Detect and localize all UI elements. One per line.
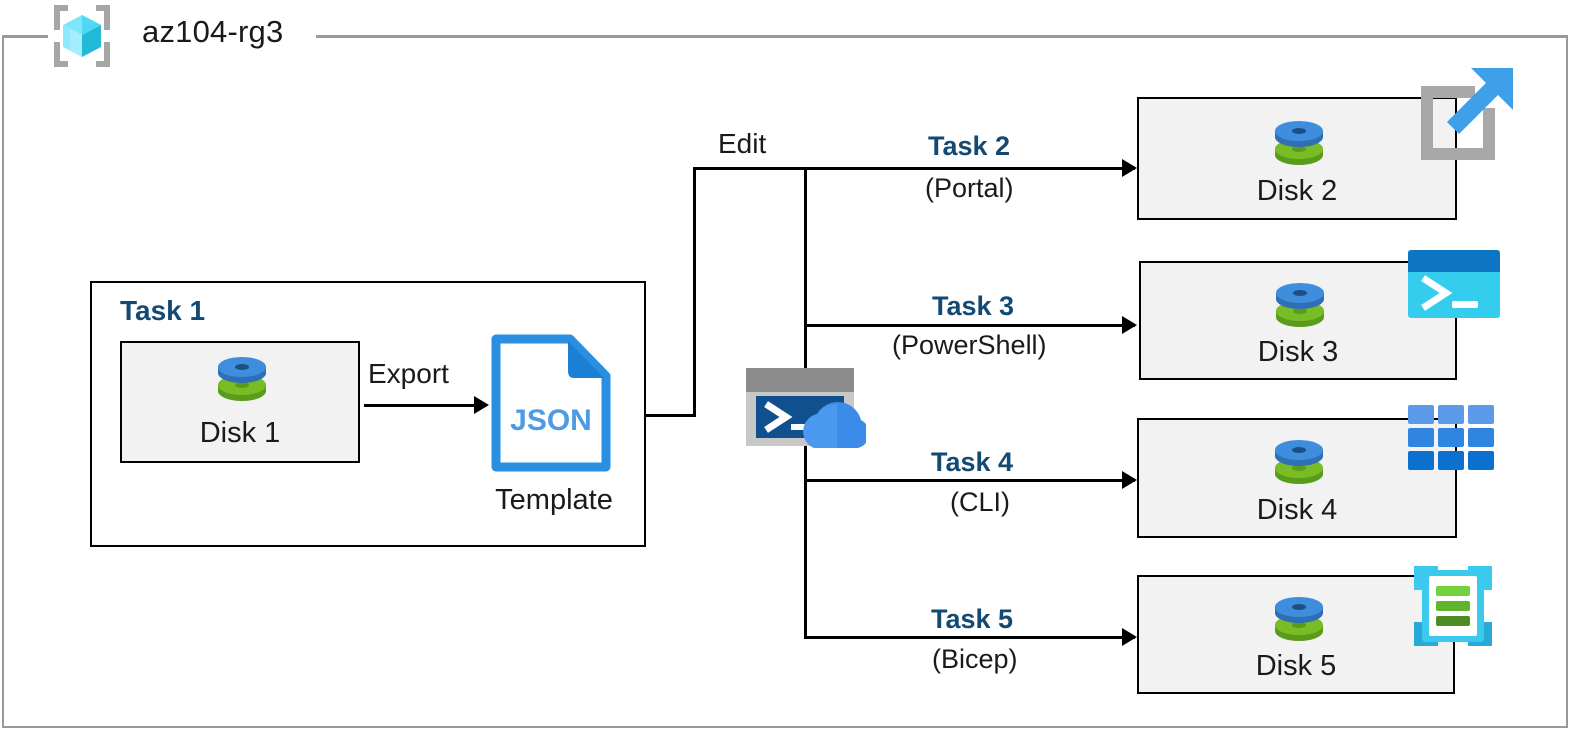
- task5-arrow-head: [1122, 628, 1137, 646]
- rg-border-segment-left: [2, 35, 52, 38]
- task1-title: Task 1: [120, 295, 206, 326]
- template-caption: Template: [495, 484, 613, 516]
- bicep-template-icon: [1408, 560, 1498, 652]
- json-file-icon: JSON: [490, 333, 612, 473]
- managed-disk-icon: [1272, 591, 1326, 655]
- resource-group-cube-icon: [48, 2, 116, 70]
- disk5-box: Disk 5: [1137, 575, 1455, 694]
- disk2-box: Disk 2: [1137, 97, 1457, 220]
- disk4-label: Disk 4: [1256, 494, 1338, 526]
- task2-title: Task 2: [928, 131, 1011, 161]
- export-label: Export: [368, 358, 449, 389]
- managed-disk-icon: [215, 351, 269, 415]
- disk3-box: Disk 3: [1139, 261, 1457, 380]
- task3-method: (PowerShell): [892, 330, 1047, 360]
- edit-label: Edit: [718, 128, 767, 159]
- task5-method: (Bicep): [932, 644, 1018, 674]
- task4-title: Task 4: [931, 447, 1014, 477]
- rg-border-segment-right: [310, 35, 1568, 38]
- cloud-shell-icon: [744, 366, 870, 450]
- task5-arrow-line: [804, 636, 1135, 639]
- task2-arrow-line: [693, 167, 1135, 170]
- task2-method: (Portal): [925, 173, 1014, 203]
- powershell-icon: [1408, 250, 1500, 318]
- task4-method: (CLI): [950, 487, 1010, 517]
- disk4-box: Disk 4: [1137, 418, 1457, 538]
- azure-cli-grid-icon: [1408, 405, 1494, 471]
- disk2-label: Disk 2: [1256, 175, 1338, 207]
- task3-title: Task 3: [932, 291, 1015, 321]
- task4-arrow-line: [804, 479, 1135, 482]
- task3-arrow-line: [804, 324, 1135, 327]
- resource-group-name: az104-rg3: [142, 14, 284, 49]
- task4-arrow-head: [1122, 471, 1137, 489]
- export-arrow-head: [474, 396, 489, 414]
- managed-disk-icon: [1272, 434, 1326, 498]
- export-arrow-line: [364, 404, 476, 407]
- edit-connector-h1: [646, 414, 696, 417]
- disk3-label: Disk 3: [1257, 336, 1339, 368]
- task2-arrow-head: [1122, 159, 1137, 177]
- managed-disk-icon: [1273, 277, 1327, 341]
- managed-disk-icon: [1272, 115, 1326, 179]
- disk1-box: Disk 1: [120, 341, 360, 463]
- azure-portal-icon: [1409, 62, 1517, 170]
- task3-arrow-head: [1122, 316, 1137, 334]
- task5-title: Task 5: [931, 604, 1014, 634]
- svg-text:JSON: JSON: [510, 404, 592, 437]
- disk5-label: Disk 5: [1255, 650, 1337, 682]
- edit-connector-v: [693, 167, 696, 417]
- disk1-label: Disk 1: [199, 417, 281, 449]
